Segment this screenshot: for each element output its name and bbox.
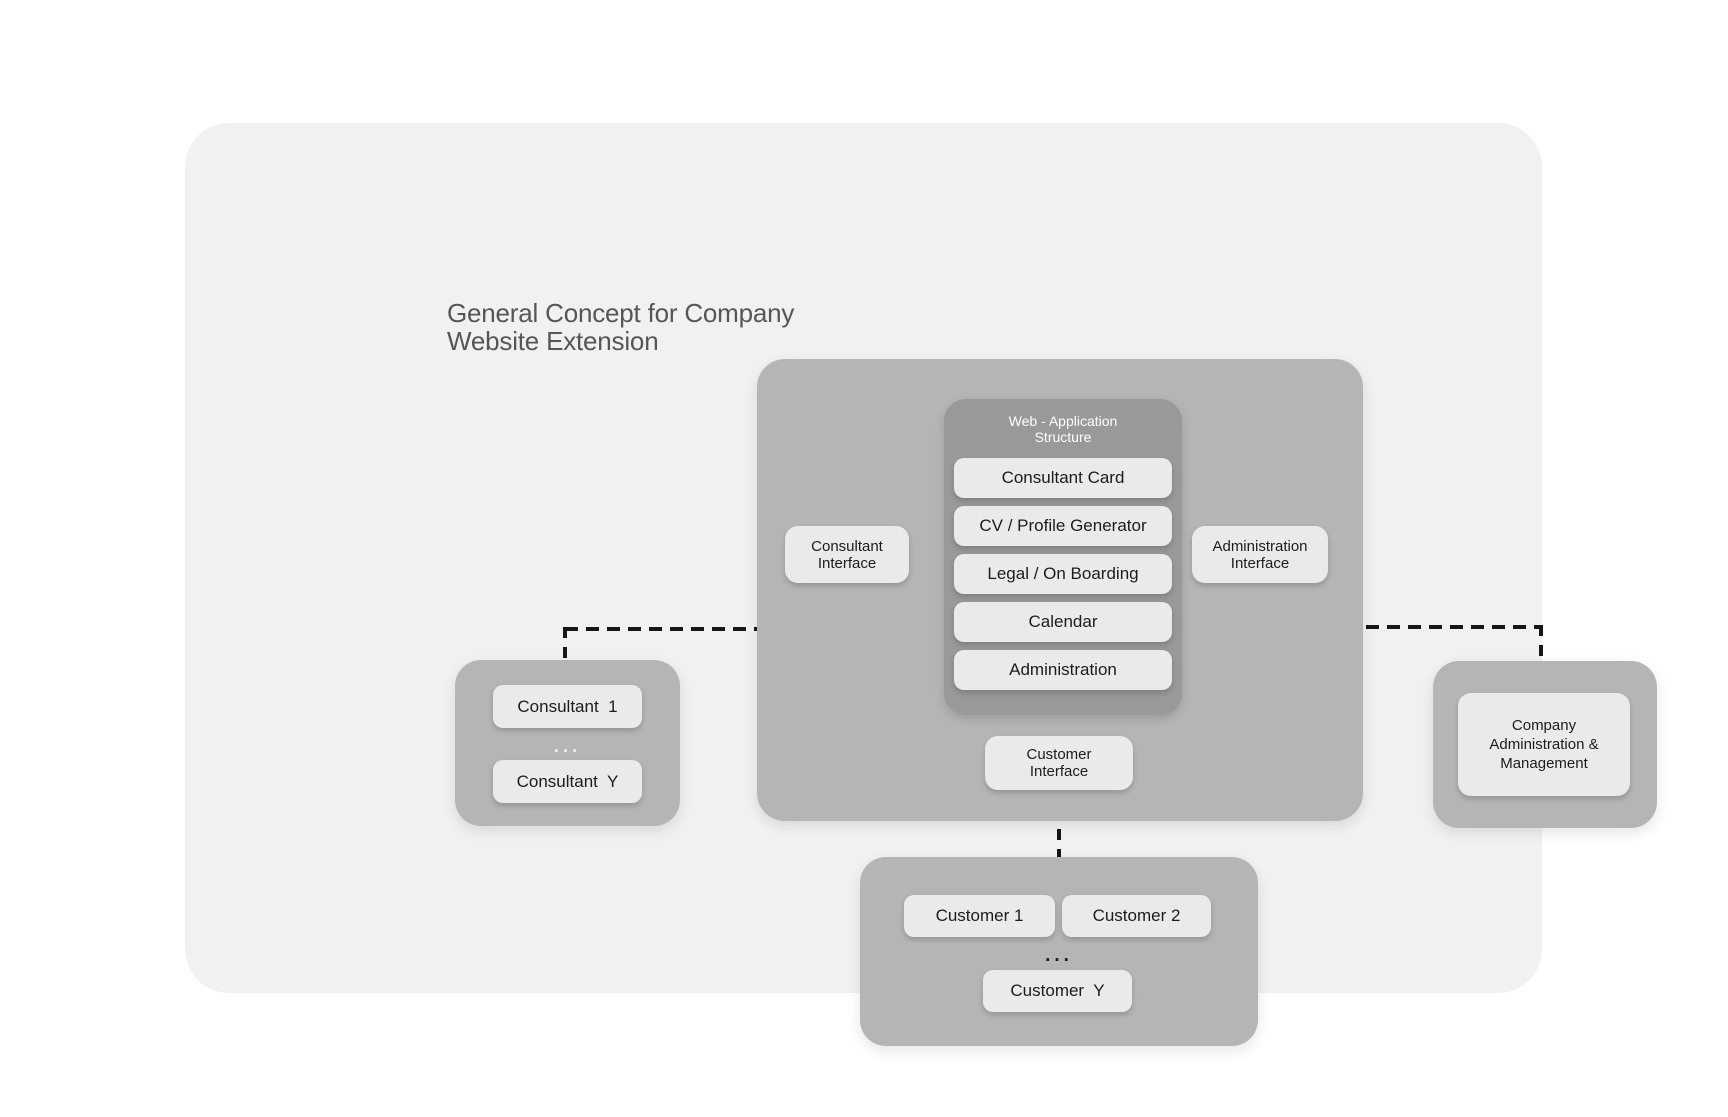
diagram-frame: General Concept for Company Website Exte… [185,123,1657,1046]
customer-1-node: Customer 1 [904,895,1055,937]
connector-company-vertical [1539,625,1543,685]
module-consultant-card: Consultant Card [954,458,1172,498]
company-admin-panel: Company Administration & Management [1433,661,1657,828]
customers-ellipsis: ... [1045,945,1073,966]
module-calendar: Calendar [954,602,1172,642]
consultants-group-panel: Consultant 1 ... Consultant Y [455,660,680,826]
page-title: General Concept for Company Website Exte… [447,298,795,356]
customers-group-panel: Customer 1 Customer 2 ... Customer Y [860,857,1258,1046]
module-list: Consultant Card CV / Profile Generator L… [944,458,1182,690]
connector-admin-horizontal [1261,625,1543,629]
module-administration: Administration [954,650,1172,690]
administration-interface-node: Administration Interface [1192,526,1328,583]
web-application-structure-title: Web - Application Structure [1008,413,1118,445]
customer-2-node: Customer 2 [1062,895,1211,937]
connector-consultant-group-vertical [563,627,567,675]
customer-y-node: Customer Y [983,970,1132,1012]
connector-consultant-horizontal [565,627,847,631]
connector-customer-vertical [1057,789,1061,871]
consultants-ellipsis: ... [553,736,582,757]
module-legal-onboarding: Legal / On Boarding [954,554,1172,594]
consultant-y-node: Consultant Y [493,760,642,803]
consultant-interface-node: Consultant Interface [785,526,909,583]
company-admin-node: Company Administration & Management [1458,693,1630,796]
customer-interface-node: Customer Interface [985,736,1133,790]
consultant-1-node: Consultant 1 [493,685,642,728]
module-cv-profile-generator: CV / Profile Generator [954,506,1172,546]
web-application-structure-box: Web - Application Structure Consultant C… [944,399,1182,715]
